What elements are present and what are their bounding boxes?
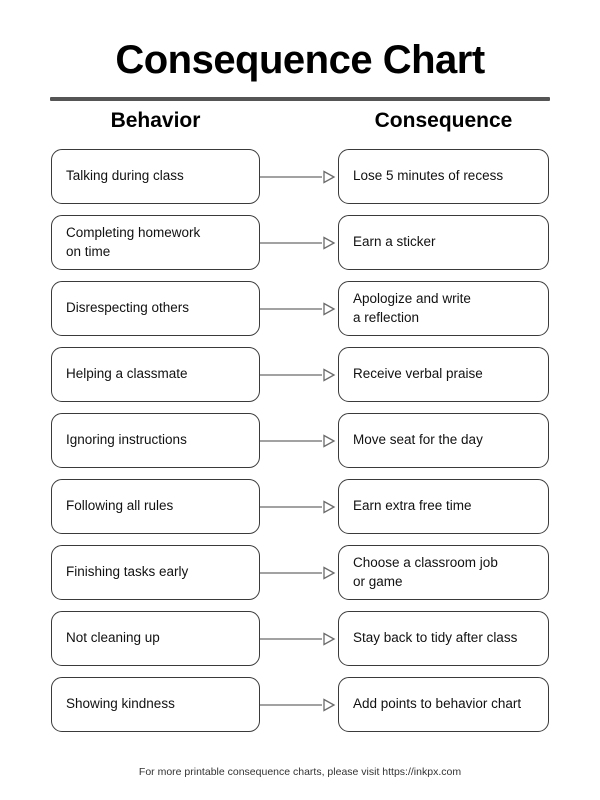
row-connector bbox=[260, 149, 338, 204]
consequence-box[interactable]: Lose 5 minutes of recess bbox=[338, 149, 549, 204]
row-connector bbox=[260, 215, 338, 270]
chart-rows: Talking during class Lose 5 minutes of re… bbox=[0, 149, 600, 743]
consequence-box[interactable]: Add points to behavior chart bbox=[338, 677, 549, 732]
arrow-right-open-head-icon bbox=[260, 301, 336, 316]
table-row: Not cleaning up Stay back to tidy after c… bbox=[51, 611, 549, 666]
behavior-label: Helping a classmate bbox=[66, 366, 188, 382]
arrow-right-open-head-icon bbox=[260, 697, 336, 712]
behavior-box[interactable]: Talking during class bbox=[51, 149, 260, 204]
column-headers: Behavior Consequence bbox=[0, 109, 600, 147]
table-row: Helping a classmate Receive verbal praise bbox=[51, 347, 549, 402]
table-row: Talking during class Lose 5 minutes of re… bbox=[51, 149, 549, 204]
behavior-box[interactable]: Disrespecting others bbox=[51, 281, 260, 336]
row-connector bbox=[260, 677, 338, 732]
behavior-label: Finishing tasks early bbox=[66, 564, 189, 580]
behavior-label: Showing kindness bbox=[66, 696, 175, 712]
behavior-box[interactable]: Finishing tasks early bbox=[51, 545, 260, 600]
behavior-box[interactable]: Helping a classmate bbox=[51, 347, 260, 402]
behavior-box[interactable]: Ignoring instructions bbox=[51, 413, 260, 468]
consequence-box[interactable]: Choose a classroom job or game bbox=[338, 545, 549, 600]
consequence-box[interactable]: Apologize and write a reflection bbox=[338, 281, 549, 336]
consequence-box[interactable]: Move seat for the day bbox=[338, 413, 549, 468]
consequence-label: Choose a classroom job or game bbox=[353, 554, 498, 589]
arrow-right-open-head-icon bbox=[260, 565, 336, 580]
consequence-label: Earn extra free time bbox=[353, 498, 472, 514]
behavior-label: Not cleaning up bbox=[66, 630, 160, 646]
consequence-box[interactable]: Earn a sticker bbox=[338, 215, 549, 270]
arrow-right-open-head-icon bbox=[260, 367, 336, 382]
row-connector bbox=[260, 347, 338, 402]
arrow-right-open-head-icon bbox=[260, 499, 336, 514]
table-row: Disrespecting others Apologize and write … bbox=[51, 281, 549, 336]
behavior-box[interactable]: Following all rules bbox=[51, 479, 260, 534]
consequence-label: Add points to behavior chart bbox=[353, 696, 522, 712]
row-connector bbox=[260, 413, 338, 468]
behavior-label: Completing homework on time bbox=[66, 224, 201, 259]
footer-note: For more printable consequence charts, p… bbox=[138, 766, 462, 778]
table-row: Finishing tasks early Choose a classroom … bbox=[51, 545, 549, 600]
column-header-consequence: Consequence bbox=[374, 109, 513, 132]
behavior-box[interactable]: Showing kindness bbox=[51, 677, 260, 732]
table-row: Showing kindness Add points to behavior c… bbox=[51, 677, 549, 732]
arrow-right-open-head-icon bbox=[260, 169, 336, 184]
row-connector bbox=[260, 281, 338, 336]
consequence-label: Apologize and write a reflection bbox=[353, 290, 471, 325]
behavior-label: Disrespecting others bbox=[66, 300, 190, 316]
consequence-label: Lose 5 minutes of recess bbox=[353, 168, 504, 184]
page-title: Consequence Chart bbox=[115, 38, 485, 82]
arrow-right-open-head-icon bbox=[260, 631, 336, 646]
consequence-box[interactable]: Earn extra free time bbox=[338, 479, 549, 534]
consequence-label: Stay back to tidy after class bbox=[353, 630, 518, 646]
arrow-right-open-head-icon bbox=[260, 433, 336, 448]
row-connector bbox=[260, 479, 338, 534]
row-connector bbox=[260, 545, 338, 600]
table-row: Completing homework on time Earn a sticke… bbox=[51, 215, 549, 270]
consequence-label: Receive verbal praise bbox=[353, 366, 483, 382]
behavior-label: Following all rules bbox=[66, 498, 174, 514]
arrow-right-open-head-icon bbox=[260, 235, 336, 250]
consequence-box[interactable]: Receive verbal praise bbox=[338, 347, 549, 402]
consequence-label: Earn a sticker bbox=[353, 234, 436, 250]
consequence-label: Move seat for the day bbox=[353, 432, 483, 448]
consequence-box[interactable]: Stay back to tidy after class bbox=[338, 611, 549, 666]
title-divider-rule bbox=[50, 97, 550, 101]
row-connector bbox=[260, 611, 338, 666]
behavior-label: Ignoring instructions bbox=[66, 432, 187, 448]
table-row: Ignoring instructions Move seat for the d… bbox=[51, 413, 549, 468]
behavior-box[interactable]: Completing homework on time bbox=[51, 215, 260, 270]
behavior-box[interactable]: Not cleaning up bbox=[51, 611, 260, 666]
table-row: Following all rules Earn extra free time bbox=[51, 479, 549, 534]
column-header-behavior: Behavior bbox=[110, 109, 201, 132]
behavior-label: Talking during class bbox=[66, 168, 184, 184]
